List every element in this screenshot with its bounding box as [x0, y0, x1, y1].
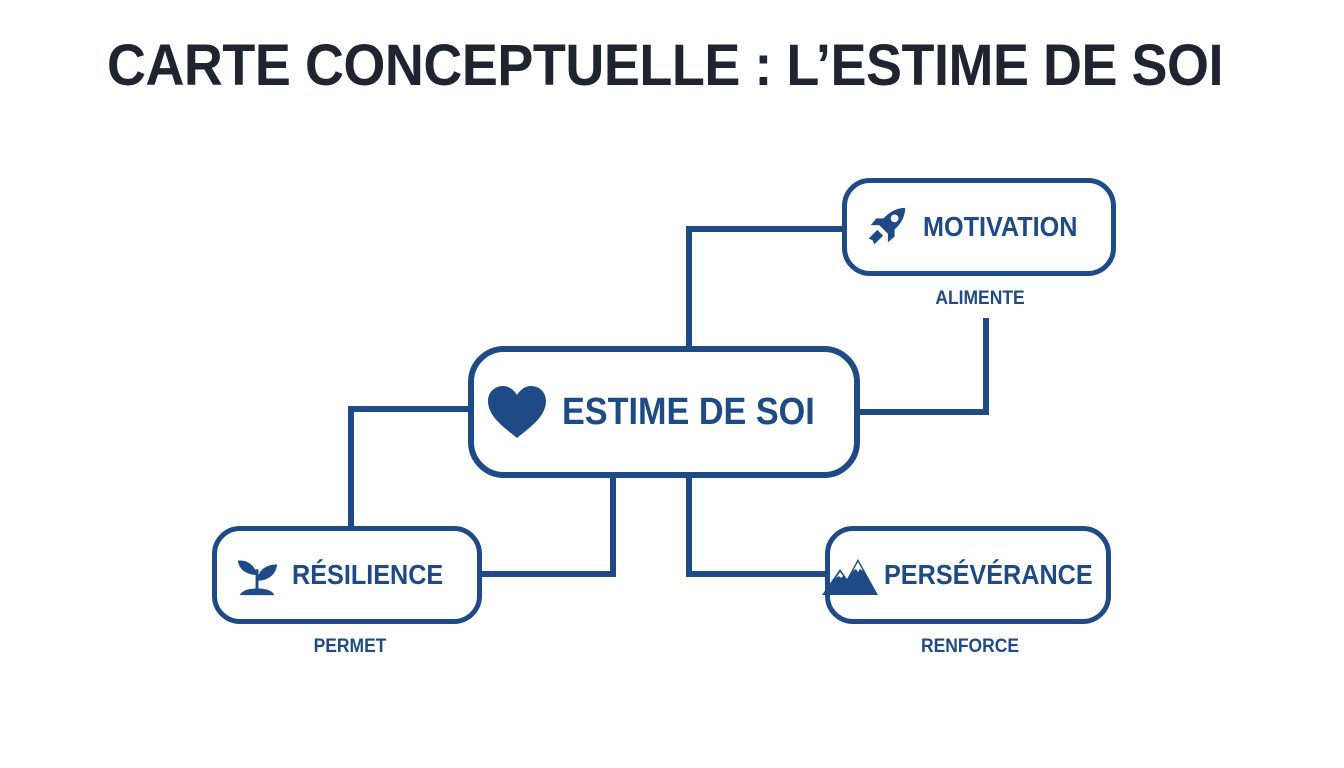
mountain-icon: [820, 553, 880, 597]
connector-center-motivation-lower: [860, 318, 989, 415]
diagram-title: CARTE CONCEPTUELLE : L’ESTIME DE SOI: [106, 33, 1224, 98]
node-motivation[interactable]: MOTIVATION: [842, 178, 1116, 276]
heart-icon: [486, 384, 548, 440]
node-label-motivation: MOTIVATION: [923, 211, 1078, 242]
connector-center-motivation-upper: [686, 226, 842, 346]
node-perseverance[interactable]: PERSÉVÉRANCE: [822, 526, 1111, 624]
node-resilience[interactable]: RÉSILIENCE: [212, 526, 482, 624]
edge-label-alimente: ALIMENTE: [935, 288, 1025, 309]
edge-label-permet: PERMET: [313, 636, 387, 657]
connector-center-resilience-left: [348, 406, 468, 526]
connector-center-resilience-right: [482, 478, 616, 577]
sprout-icon: [234, 552, 280, 598]
rocket-icon: [863, 204, 909, 250]
node-label-perseverance: PERSÉVÉRANCE: [884, 559, 1093, 590]
node-label-resilience: RÉSILIENCE: [291, 559, 444, 590]
node-estime-de-soi[interactable]: ESTIME DE SOI: [468, 346, 860, 478]
node-label-estime-de-soi: ESTIME DE SOI: [561, 390, 815, 433]
connector-center-perseverance: [686, 478, 825, 577]
edge-label-renforce: RENFORCE: [920, 636, 1020, 657]
